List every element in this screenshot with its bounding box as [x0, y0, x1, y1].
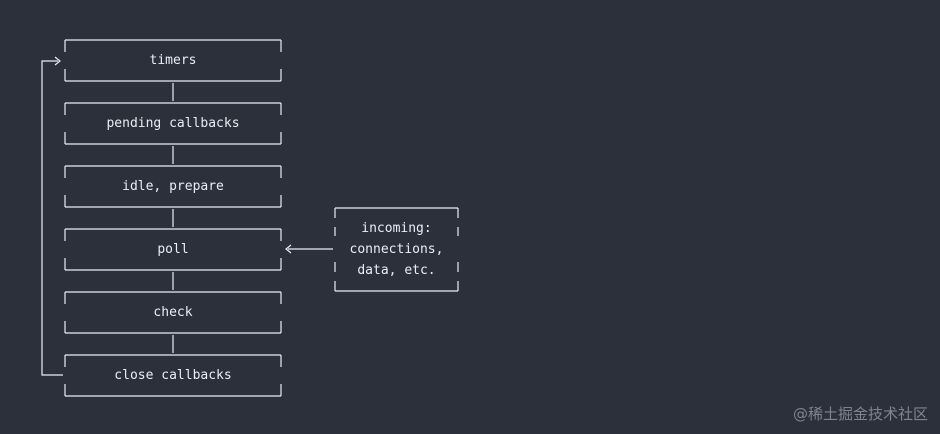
- phase-label-idle-prepare: idle, prepare: [122, 179, 224, 194]
- phase-label-check: check: [153, 305, 193, 320]
- phase-label-poll: poll: [157, 242, 189, 257]
- phase-box-poll: [64, 228, 282, 271]
- loop-back-line: [41, 60, 63, 376]
- incoming-label-line-2: connections,: [349, 242, 444, 257]
- phase-boxes: [64, 39, 282, 397]
- phase-box-idle-prepare: [64, 165, 282, 208]
- phase-label-timers: timers: [149, 53, 197, 68]
- incoming-arrow: [285, 244, 333, 254]
- phase-box-close-callbacks: [64, 354, 282, 397]
- loop-back-arrow: [41, 56, 63, 376]
- watermark: @稀土掘金技术社区: [792, 405, 928, 423]
- incoming-label-line-3: data, etc.: [357, 263, 436, 278]
- loop-arrow-head-icon: [54, 56, 61, 66]
- phase-box-check: [64, 291, 282, 334]
- incoming-label-line-1: incoming:: [361, 221, 432, 236]
- phase-box-timers: [64, 39, 282, 82]
- phase-box-pending-callbacks: [64, 102, 282, 145]
- incoming-arrow-head-icon: [285, 244, 292, 254]
- phase-label-close-callbacks: close callbacks: [114, 368, 232, 383]
- phase-label-pending-callbacks: pending callbacks: [106, 116, 240, 131]
- incoming-box: [334, 207, 459, 292]
